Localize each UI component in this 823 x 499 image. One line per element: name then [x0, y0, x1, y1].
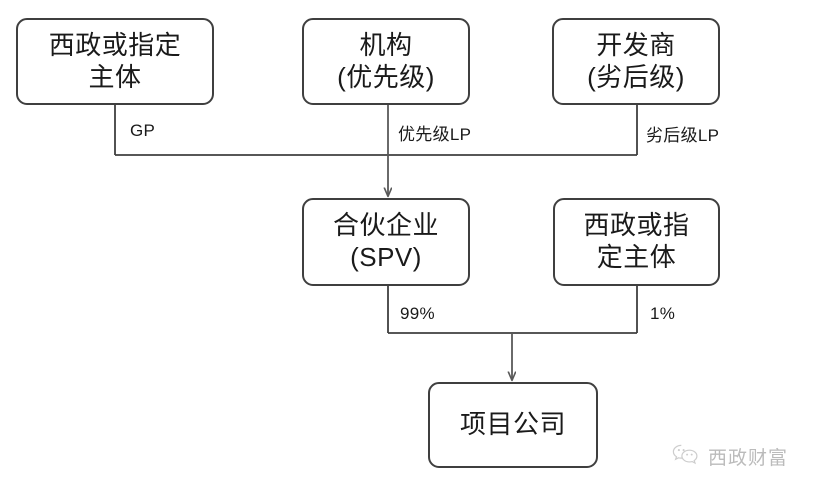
node-label-line2: (优先级)	[337, 61, 435, 92]
node-xizheng-or-designated-entity-top[interactable]: 西政或指定 主体	[16, 18, 214, 105]
node-institution-senior-tranche[interactable]: 机构 (优先级)	[302, 18, 470, 105]
node-label-line2: (SPV)	[350, 242, 422, 272]
edge-label-subordinate-lp: 劣后级LP	[646, 126, 720, 145]
node-label-line1: 西政或指定	[48, 29, 182, 60]
edge-label-priority-lp: 优先级LP	[398, 125, 472, 144]
watermark-text: 西政财富	[708, 448, 789, 469]
node-project-company[interactable]: 项目公司	[428, 382, 598, 468]
node-label-line1: 项目公司	[459, 409, 566, 440]
node-label-line2: 定主体	[596, 242, 677, 272]
node-label-line2: (劣后级)	[587, 61, 685, 92]
edge-label-xizheng-equity-percent: 1%	[650, 304, 676, 323]
wechat-icon	[672, 444, 699, 470]
node-label-line2: 主体	[88, 61, 142, 92]
node-label-line1: 开发商	[596, 29, 676, 60]
node-label-line1: 合伙企业	[332, 210, 439, 241]
node-label-line1: 西政或指	[583, 210, 690, 241]
watermark: 西政财富	[672, 443, 788, 470]
edge-label-gp: GP	[130, 121, 156, 140]
node-partnership-spv[interactable]: 合伙企业 (SPV)	[302, 198, 470, 286]
node-label-line1: 机构	[359, 29, 413, 60]
edge-label-spv-equity-percent: 99%	[400, 304, 435, 323]
node-xizheng-or-designated-entity-mid[interactable]: 西政或指 定主体	[553, 198, 720, 286]
node-developer-subordinate-tranche[interactable]: 开发商 (劣后级)	[552, 18, 720, 105]
